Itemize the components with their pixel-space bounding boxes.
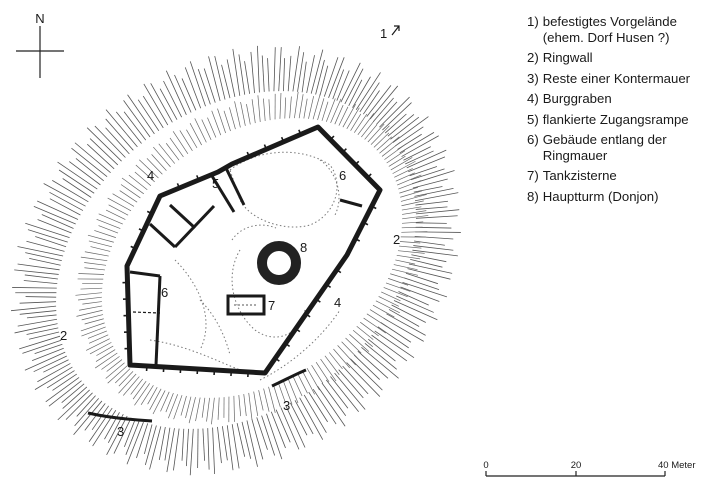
plan-label-6-left: 6 <box>161 285 168 300</box>
legend-item-number: 5) <box>527 111 539 127</box>
legend-item-text: Ringwall <box>542 50 593 65</box>
legend-item-number: 4) <box>527 91 539 106</box>
moat-hachures <box>75 91 429 425</box>
plan-label-5: 5 <box>212 176 219 191</box>
legend-item: 8)Hauptturm (Donjon) <box>527 189 717 205</box>
legend-item: 3)Reste einer Kontermauer <box>527 71 717 87</box>
plan-label-8: 8 <box>300 240 307 255</box>
ring-wall-buttresses <box>122 129 377 378</box>
scale-tick-40: 40 Meter <box>658 460 696 471</box>
scale-tick-20: 20 <box>571 460 582 471</box>
plan-label-2-left: 2 <box>60 328 67 343</box>
ring-wall <box>124 124 383 376</box>
direction-arrow-icon <box>391 25 400 36</box>
access-ramp <box>210 167 246 213</box>
castle-plan-drawing: N <box>10 11 461 476</box>
legend-item-number: 3) <box>527 70 539 86</box>
scale-tick-0: 0 <box>483 460 488 471</box>
legend-item-text: Gebäude entlang der Ringmauer <box>542 132 667 163</box>
legend-item: 5)flankierte Zugangsrampe <box>527 112 717 128</box>
plan-label-3-lower: 3 <box>117 424 124 439</box>
legend-item-number: 1) <box>527 14 539 29</box>
plan-label-7: 7 <box>268 298 275 313</box>
legend-item-number: 8) <box>527 188 539 204</box>
legend-item: 2)Ringwall <box>527 50 717 66</box>
legend-item-number: 6) <box>527 132 539 147</box>
counterscarp-remnants <box>87 368 307 423</box>
plan-label-6-right: 6 <box>339 168 346 183</box>
plan-label-3-right: 3 <box>283 398 290 413</box>
legend-item-text: flankierte Zugangsrampe <box>542 111 689 127</box>
legend-item: 4)Burggraben <box>527 91 717 107</box>
legend: 1)befestigtes Vorgelände (ehem. Dorf Hus… <box>527 14 717 209</box>
legend-item-text: Reste einer Kontermauer <box>542 70 691 86</box>
legend-item: 6)Gebäude entlang der Ringmauer <box>527 132 717 163</box>
legend-item-number: 2) <box>527 50 539 65</box>
legend-item-text: Tankzisterne <box>542 168 617 183</box>
legend-item-number: 7) <box>527 168 539 183</box>
interior-terrain-contours <box>149 151 341 381</box>
plan-label-1: 1 <box>380 26 387 41</box>
legend-item: 7)Tankzisterne <box>527 168 717 184</box>
plan-label-2-right: 2 <box>393 232 400 247</box>
legend-item: 1)befestigtes Vorgelände (ehem. Dorf Hus… <box>527 14 717 45</box>
cistern <box>226 294 266 316</box>
legend-item-text: befestigtes Vorgelände (ehem. Dorf Husen… <box>542 14 677 45</box>
compass-north-arrow: N <box>16 11 64 78</box>
scale-bar: 0 20 40 Meter <box>483 460 696 477</box>
legend-item-text: Burggraben <box>542 91 612 106</box>
compass-north-label: N <box>35 11 44 26</box>
legend-item-text: Hauptturm (Donjon) <box>542 188 659 204</box>
donjon-tower <box>257 241 301 285</box>
ringwall-hachures <box>10 45 461 476</box>
buildings-along-wall <box>129 198 363 366</box>
plan-label-4-right: 4 <box>334 295 341 310</box>
plan-label-4-left: 4 <box>147 168 154 183</box>
